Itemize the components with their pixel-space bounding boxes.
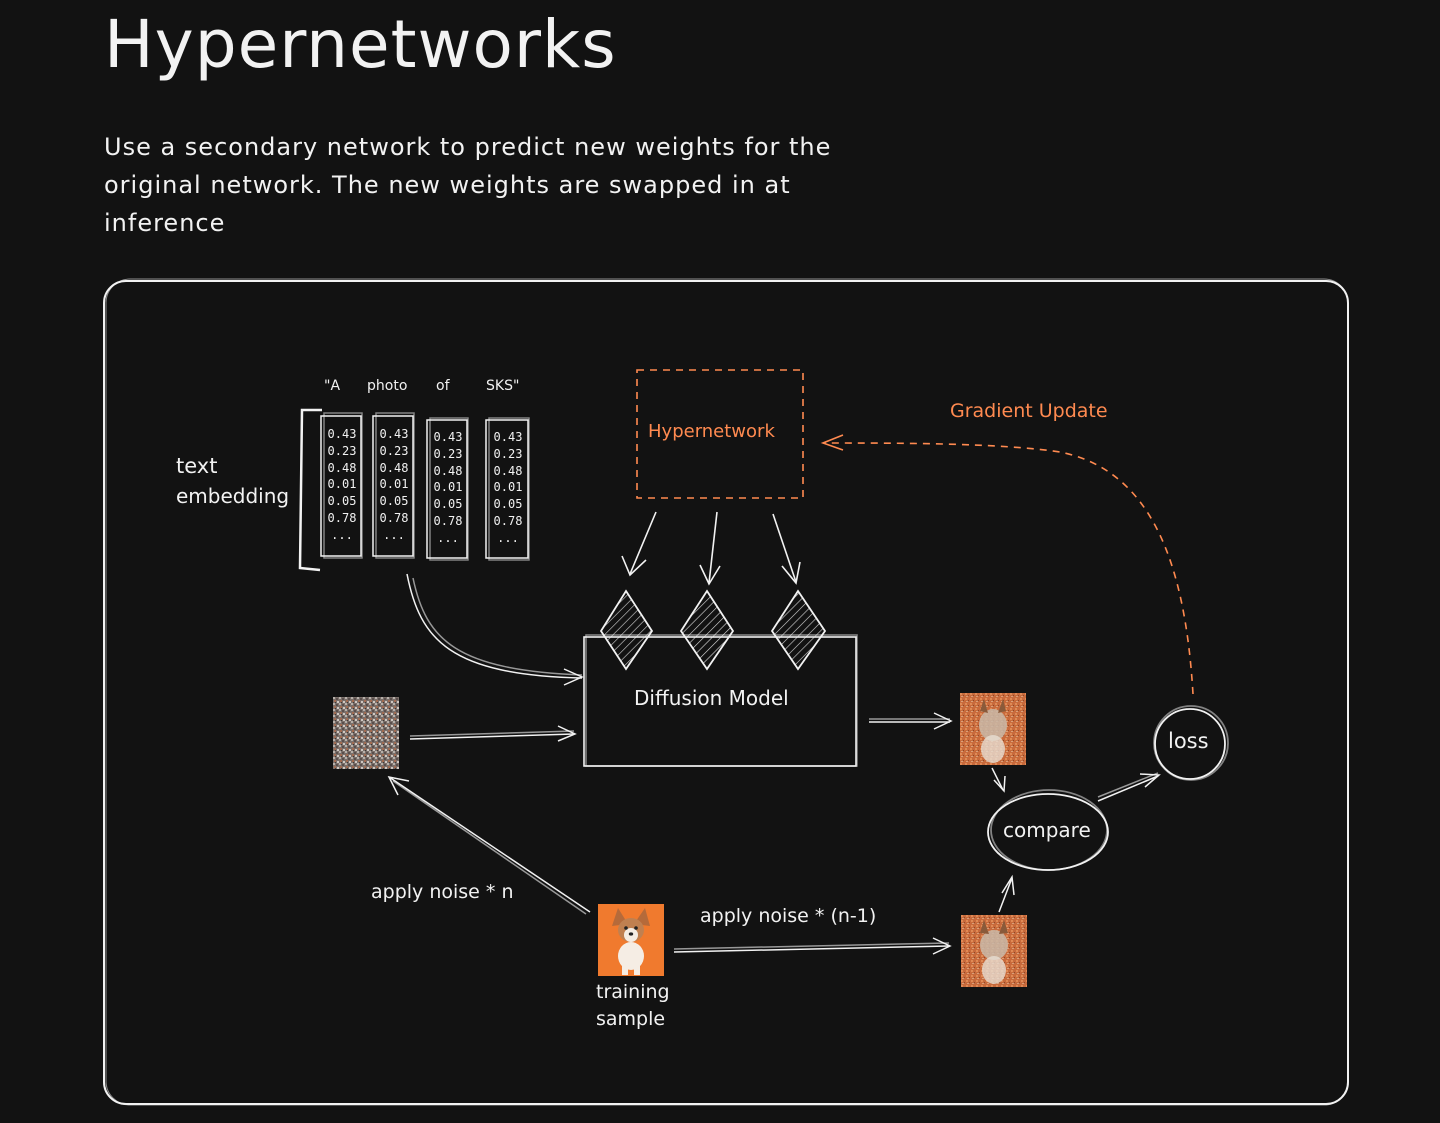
embedding-value: 0.78 xyxy=(379,510,409,525)
token-label: photo xyxy=(367,378,408,394)
loss-label: loss xyxy=(1168,729,1209,753)
predicted-image xyxy=(960,693,1026,765)
embedding-value: 0.05 xyxy=(379,494,409,509)
hypernetwork-to-weights-arrows xyxy=(621,511,801,586)
diffusion-model-box xyxy=(583,634,858,767)
embedding-value: 0.05 xyxy=(433,497,463,512)
embedding-value: 0.23 xyxy=(379,443,409,458)
hypernetwork-label: Hypernetwork xyxy=(648,421,775,442)
embedding-column: 0.43 0.23 0.48 0.01 0.05 0.78 ... xyxy=(374,426,414,544)
gradient-update-label: Gradient Update xyxy=(950,400,1108,422)
embedding-value: 0.48 xyxy=(493,463,523,478)
embedding-value: ... xyxy=(497,530,519,545)
embedding-value: 0.01 xyxy=(493,480,523,495)
output-to-compare-arrow xyxy=(991,767,1006,793)
apply-noise-n1-arrow xyxy=(673,937,952,955)
embedding-value: 0.05 xyxy=(493,497,523,512)
target-to-compare-arrow xyxy=(998,874,1015,913)
embedding-value: 0.01 xyxy=(327,477,357,492)
embedding-column: 0.43 0.23 0.48 0.01 0.05 0.78 ... xyxy=(322,426,362,544)
embedding-value: ... xyxy=(437,530,459,545)
embedding-column-boxes xyxy=(320,412,530,561)
apply-noise-n-label: apply noise * n xyxy=(371,881,514,903)
compare-node xyxy=(987,789,1109,871)
embedding-value: 0.48 xyxy=(433,463,463,478)
embedding-value: 0.78 xyxy=(327,510,357,525)
token-label: "A xyxy=(324,378,341,394)
embedding-value: 0.23 xyxy=(327,443,357,458)
training-sample-label: sample xyxy=(596,1008,666,1030)
embedding-value: 0.48 xyxy=(379,460,409,475)
token-label: of xyxy=(436,378,450,394)
compare-label: compare xyxy=(1003,818,1091,842)
apply-noise-n1-label: apply noise * (n-1) xyxy=(700,905,877,927)
embedding-value: 0.48 xyxy=(327,460,357,475)
embedding-value: 0.43 xyxy=(379,427,409,441)
loss-node xyxy=(1153,705,1229,781)
embedding-value: 0.43 xyxy=(433,430,463,444)
noise-image xyxy=(333,697,399,769)
training-sample-image xyxy=(598,904,664,976)
embedding-bracket xyxy=(298,408,322,572)
embedding-value: 0.43 xyxy=(327,427,357,441)
gradient-update-arrowhead xyxy=(820,434,844,451)
weight-diamonds xyxy=(599,589,827,671)
page-title: Hypernetworks xyxy=(104,6,617,83)
embedding-value: ... xyxy=(331,527,353,542)
diagram-frame xyxy=(103,278,1349,1106)
compare-to-loss-arrow xyxy=(1097,772,1161,802)
text-embedding-label: text xyxy=(176,454,218,478)
page-description: Use a secondary network to predict new w… xyxy=(104,133,832,237)
embedding-value: 0.23 xyxy=(493,446,523,461)
embedding-value: 0.05 xyxy=(327,494,357,509)
embedding-value: ... xyxy=(383,527,405,542)
embedding-value: 0.23 xyxy=(433,446,463,461)
apply-noise-n-arrow xyxy=(387,775,591,915)
embedding-value: 0.78 xyxy=(493,513,523,528)
embedding-value: 0.78 xyxy=(433,513,463,528)
embedding-to-diffusion-arrow xyxy=(406,573,584,686)
embedding-value: 0.01 xyxy=(379,477,409,492)
embedding-value: 0.01 xyxy=(433,480,463,495)
embedding-column: 0.43 0.23 0.48 0.01 0.05 0.78 ... xyxy=(487,429,529,547)
gradient-update-arrow xyxy=(822,442,1194,695)
noisy-target-image xyxy=(961,915,1027,987)
embedding-column: 0.43 0.23 0.48 0.01 0.05 0.78 ... xyxy=(428,429,468,547)
embedding-value: 0.43 xyxy=(493,430,523,444)
diffusion-to-output-arrow xyxy=(869,712,953,730)
hypernetwork-box xyxy=(636,369,804,499)
training-sample-label: training xyxy=(596,981,670,1003)
noise-to-diffusion-arrow xyxy=(409,725,577,742)
diffusion-model-label: Diffusion Model xyxy=(634,686,789,710)
token-label: SKS" xyxy=(486,378,520,394)
text-embedding-label: embedding xyxy=(176,484,290,508)
